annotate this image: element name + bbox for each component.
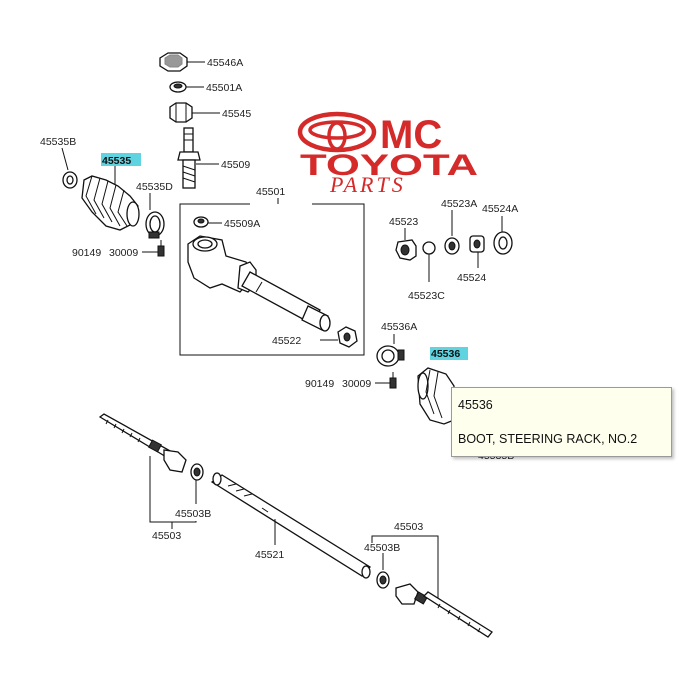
part-45535D-clamp[interactable] bbox=[145, 211, 165, 239]
label-45536A: 45536A bbox=[381, 321, 417, 333]
part-45535B-clip[interactable] bbox=[62, 171, 78, 189]
part-45503-tie-rod-right[interactable] bbox=[395, 583, 493, 638]
part-90149-clip-left[interactable] bbox=[157, 240, 165, 257]
part-45545[interactable] bbox=[169, 102, 193, 123]
label-45523C: 45523C bbox=[408, 290, 445, 302]
brand-parts-text: PARTS bbox=[329, 172, 406, 197]
part-45523A-washer[interactable] bbox=[444, 237, 460, 255]
part-45501A[interactable] bbox=[169, 81, 187, 93]
label-45501A: 45501A bbox=[206, 82, 242, 94]
brand-logo: MC TOYOTA PARTS bbox=[297, 111, 478, 197]
part-45521-rack-bar[interactable] bbox=[210, 472, 371, 579]
brand-mc-text: MC bbox=[380, 113, 442, 157]
label-45535B: 45535B bbox=[40, 136, 76, 148]
label-45521: 45521 bbox=[255, 549, 284, 561]
part-45536A-clamp[interactable] bbox=[376, 345, 405, 367]
part-45503B-locknut-left[interactable] bbox=[190, 463, 204, 481]
part-45509A[interactable] bbox=[193, 216, 209, 228]
brand-toyota-text: TOYOTA bbox=[300, 149, 478, 182]
label-45535D: 45535D bbox=[136, 181, 173, 193]
label-45535[interactable]: 45535 bbox=[102, 155, 131, 167]
part-45523-bracket[interactable] bbox=[395, 239, 417, 261]
part-45522-nut[interactable] bbox=[337, 326, 358, 348]
label-45503B-left: 45503B bbox=[175, 508, 211, 520]
highlight-45536 bbox=[430, 347, 468, 360]
part-45509-pinion[interactable] bbox=[177, 127, 201, 189]
part-90149-clip-right[interactable] bbox=[389, 372, 397, 389]
label-45545: 45545 bbox=[222, 108, 251, 120]
part-tooltip: 45536 BOOT, STEERING RACK, NO.2 bbox=[451, 387, 672, 457]
label-45536[interactable]: 45536 bbox=[431, 348, 460, 360]
tooltip-description: BOOT, STEERING RACK, NO.2 bbox=[458, 432, 638, 446]
label-45501: 45501 bbox=[256, 186, 285, 198]
part-45503-tie-rod-left[interactable] bbox=[98, 413, 187, 473]
label-90149-left: 90149 bbox=[72, 247, 101, 259]
label-45524A: 45524A bbox=[482, 203, 518, 215]
label-90149-right: 90149 bbox=[305, 378, 334, 390]
label-45523A: 45523A bbox=[441, 198, 477, 210]
label-45524: 45524 bbox=[457, 272, 486, 284]
label-45522: 45522 bbox=[272, 335, 301, 347]
toyota-emblem-icon bbox=[297, 111, 377, 153]
label-45509A: 45509A bbox=[224, 218, 260, 230]
part-45546A[interactable] bbox=[159, 52, 188, 72]
part-45523C-bolt[interactable] bbox=[422, 241, 436, 282]
label-45503-right: 45503 bbox=[394, 521, 423, 533]
label-45546A: 45546A bbox=[207, 57, 243, 69]
part-45535-boot[interactable] bbox=[81, 175, 140, 231]
part-45501-rack-housing[interactable] bbox=[187, 235, 331, 332]
part-45524A-ring[interactable] bbox=[493, 231, 513, 255]
part-45503B-locknut-right[interactable] bbox=[376, 571, 390, 589]
part-45524-bushing[interactable] bbox=[469, 235, 485, 253]
label-45503B-right: 45503B bbox=[364, 542, 400, 554]
part-45536-boot[interactable] bbox=[417, 367, 455, 425]
label-45503-left: 45503 bbox=[152, 530, 181, 542]
label-45523: 45523 bbox=[389, 216, 418, 228]
highlight-45535 bbox=[101, 153, 141, 166]
label-30009-left: 30009 bbox=[109, 247, 138, 259]
label-45509: 45509 bbox=[221, 159, 250, 171]
tooltip-part-number: 45536 bbox=[458, 398, 493, 412]
label-30009-right: 30009 bbox=[342, 378, 371, 390]
